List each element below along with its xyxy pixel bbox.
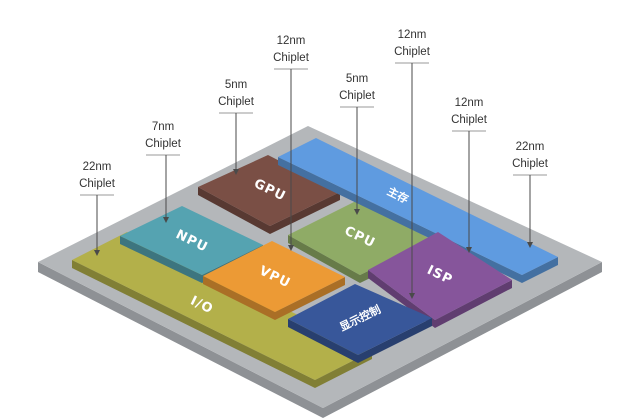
callout-display: 12nm Chiplet xyxy=(394,29,431,299)
callout-display-line2: Chiplet xyxy=(394,46,431,58)
chiplet-gpu-side xyxy=(198,187,270,234)
chiplet-npu-side xyxy=(120,236,202,283)
callout-display-line1: 12nm xyxy=(398,29,427,41)
chiplet-display-side xyxy=(288,319,358,363)
callout-vpu-line1: 12nm xyxy=(277,35,306,47)
callout-gpu-line1: 5nm xyxy=(225,79,247,91)
chiplet-vpu[interactable]: VPU xyxy=(203,241,345,320)
chiplet-npu-top xyxy=(120,206,263,275)
callout-io: 22nm Chiplet xyxy=(79,161,116,256)
package-side-left xyxy=(38,262,323,418)
chiplet-gpu-side-right xyxy=(270,192,340,234)
chiplet-display-top xyxy=(288,284,432,355)
callout-io-line1: 22nm xyxy=(83,161,112,173)
callout-isp-line2: Chiplet xyxy=(451,114,488,126)
callout-npu-line1: 7nm xyxy=(152,121,174,133)
callout-npu: 7nm Chiplet xyxy=(145,121,182,223)
callout-cpu: 5nm Chiplet xyxy=(339,73,376,215)
chiplet-io-side xyxy=(72,260,315,388)
callout-gpu: 5nm Chiplet xyxy=(218,79,255,175)
callout-storage-line1: 22nm xyxy=(516,141,545,153)
chiplet-vpu-side-right xyxy=(275,277,345,320)
chiplet-isp-top xyxy=(368,232,512,320)
chiplet-display[interactable]: 显示控制 xyxy=(288,284,432,363)
chiplet-vpu-top xyxy=(203,241,345,312)
chiplet-io-top xyxy=(72,232,372,380)
callout-isp: 12nm Chiplet xyxy=(451,97,488,253)
callout-gpu-line2: Chiplet xyxy=(218,96,255,108)
chiplet-isp-side-right xyxy=(435,280,512,328)
callout-storage: 22nm Chiplet xyxy=(512,141,549,248)
callout-isp-line1: 12nm xyxy=(455,97,484,109)
chiplet-cpu-side xyxy=(288,235,360,283)
callout-cpu-line2: Chiplet xyxy=(339,90,376,102)
callout-vpu-line2: Chiplet xyxy=(273,52,310,64)
chiplet-storage-top xyxy=(278,138,558,275)
chiplet-display-side-right xyxy=(358,318,432,363)
callout-storage-line2: Chiplet xyxy=(512,158,549,170)
chiplet-vpu-side xyxy=(203,276,275,320)
callout-npu-line2: Chiplet xyxy=(145,138,182,150)
callout-io-line2: Chiplet xyxy=(79,178,116,190)
package-side-right xyxy=(323,262,602,418)
chiplet-storage-side-right xyxy=(522,257,558,283)
callout-cpu-line1: 5nm xyxy=(346,73,368,85)
callout-vpu: 12nm Chiplet xyxy=(273,35,310,251)
